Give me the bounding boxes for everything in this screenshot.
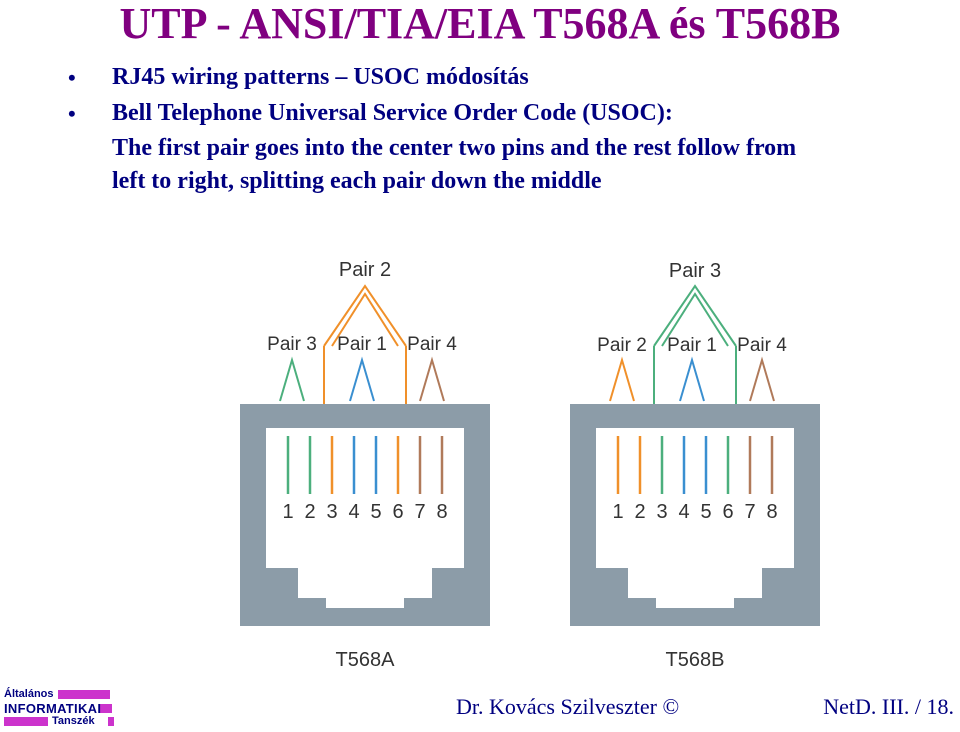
- bullet-dot-icon: •: [68, 101, 76, 126]
- jack-opening: [266, 428, 464, 608]
- pin-number: 7: [744, 501, 755, 523]
- logo-bar: [100, 704, 112, 713]
- top-pair-wire-inner: [331, 292, 399, 347]
- pin-number: 4: [348, 501, 359, 523]
- pair-fan-wire: [279, 356, 305, 402]
- bullet-dot-icon: •: [68, 65, 76, 90]
- pair-label: Pair 4: [407, 334, 457, 355]
- bullet-list: • RJ45 wiring patterns – USOC módosítás …: [68, 62, 958, 203]
- top-pair-wire-inner: [661, 292, 729, 347]
- top-pair-wire-outer: [323, 284, 407, 347]
- pair-label: Pair 3: [267, 334, 317, 355]
- pin-number: 2: [304, 501, 315, 523]
- pin-number: 6: [392, 501, 403, 523]
- bullet-text: RJ45 wiring patterns – USOC módosítás: [112, 64, 529, 90]
- pin-number: 7: [414, 501, 425, 523]
- pin-number: 1: [612, 501, 623, 523]
- pair-fan-wire: [349, 356, 375, 402]
- pin-number: 4: [678, 501, 689, 523]
- logo-bar: [58, 690, 110, 699]
- pin-number: 8: [766, 501, 777, 523]
- slide-title: UTP - ANSI/TIA/EIA T568A és T568B: [119, 0, 841, 48]
- pin-number: 2: [634, 501, 645, 523]
- pair-fan-wire: [609, 356, 635, 402]
- jack-opening: [596, 428, 794, 608]
- logo-line1: Általános: [4, 688, 54, 700]
- pin-number: 6: [722, 501, 733, 523]
- pair-label: Pair 4: [737, 335, 787, 356]
- bullet-text: Bell Telephone Universal Service Order C…: [112, 100, 673, 126]
- top-pair-label: Pair 2: [339, 259, 391, 281]
- top-pair-wire-outer: [653, 284, 737, 347]
- footer-author: Dr. Kovács Szilveszter ©: [456, 694, 680, 719]
- top-pair-label: Pair 3: [669, 260, 721, 282]
- pair-fan-wire: [749, 356, 775, 402]
- footer-page-number: NetD. III. / 18.: [823, 694, 954, 719]
- bullet-continuation: left to right, splitting each pair down …: [112, 168, 602, 194]
- bullet-item: • RJ45 wiring patterns – USOC módosítás: [68, 62, 958, 93]
- logo-line3: Tanszék: [52, 715, 95, 727]
- pin-number: 8: [436, 501, 447, 523]
- bullet-item: • Bell Telephone Universal Service Order…: [68, 98, 958, 198]
- pin-number: 3: [326, 501, 337, 523]
- pair-label: Pair 2: [597, 335, 647, 356]
- logo-line2: INFORMATIKAI: [4, 701, 102, 716]
- logo-bar: [4, 717, 48, 726]
- pair-label: Pair 1: [337, 334, 387, 355]
- pin-number: 3: [656, 501, 667, 523]
- logo-bar: [108, 717, 114, 726]
- standard-label: T568B: [666, 649, 725, 671]
- pin-number: 5: [370, 501, 381, 523]
- standard-label: T568A: [336, 649, 396, 671]
- pin-number: 1: [282, 501, 293, 523]
- department-logo: Általános INFORMATIKAI Tanszék: [2, 688, 114, 728]
- pair-fan-wire: [679, 356, 705, 402]
- pin-number: 5: [700, 501, 711, 523]
- pair-fan-wire: [419, 356, 445, 402]
- bullet-continuation: The first pair goes into the center two …: [112, 135, 797, 161]
- pair-label: Pair 1: [667, 335, 717, 356]
